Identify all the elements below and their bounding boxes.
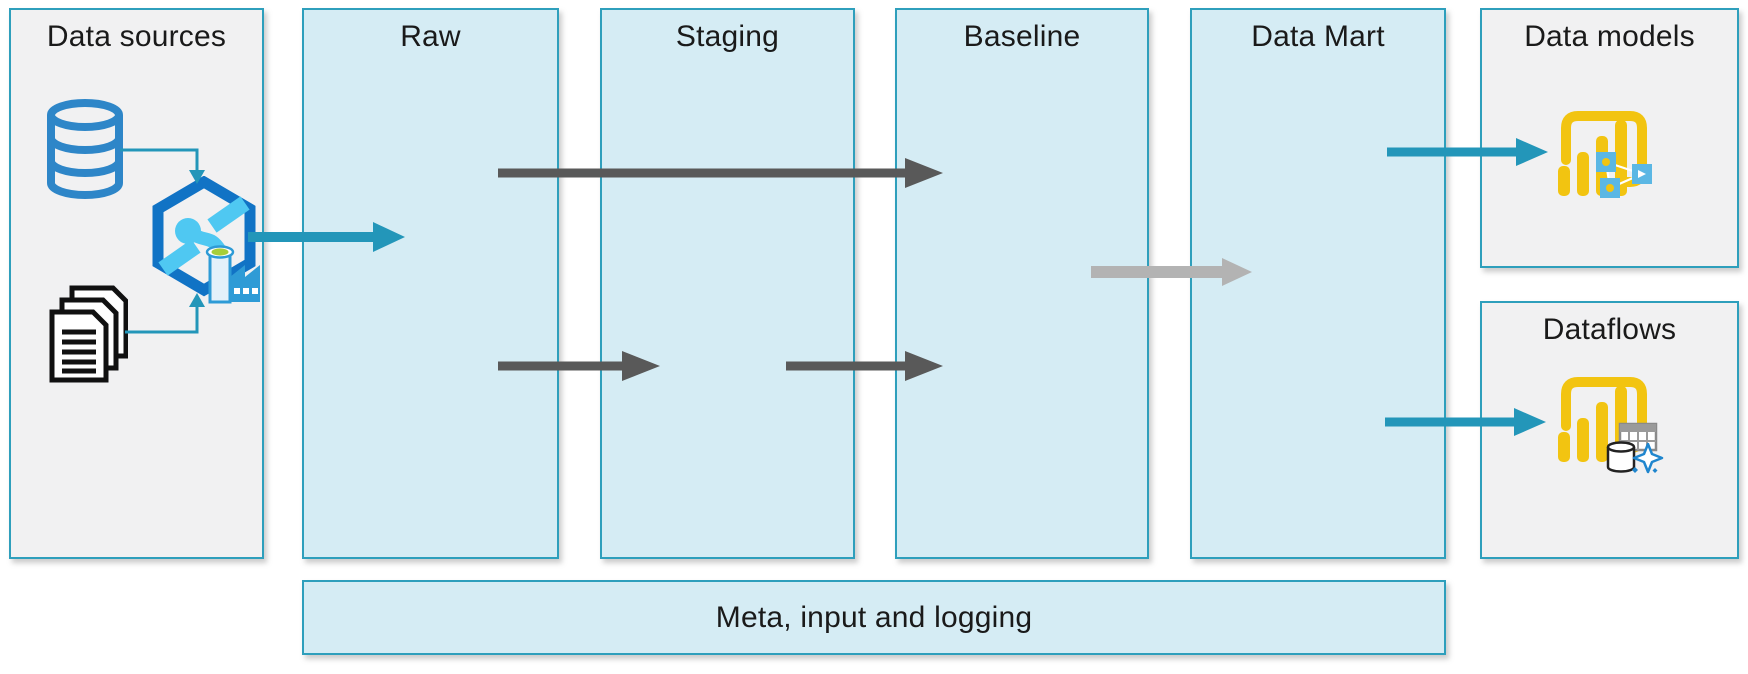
panel-title-baseline: Baseline bbox=[963, 20, 1081, 53]
arrow-baseline-to-datamart bbox=[1091, 258, 1252, 286]
dataflow-sparkle-glyph bbox=[1632, 442, 1664, 474]
arrow-staging-to-baseline bbox=[786, 351, 943, 381]
panel-title-data-sources: Data sources bbox=[46, 20, 227, 53]
arrow-datamart-to-dataflows bbox=[1385, 408, 1546, 436]
panel-title-meta: Meta, input and logging bbox=[715, 600, 1033, 634]
documents-icon bbox=[49, 285, 128, 383]
panel-meta-input-logging: Meta, input and logging bbox=[302, 580, 1446, 655]
connector-documents-to-factory bbox=[125, 293, 205, 334]
panel-raw: Raw bbox=[302, 8, 559, 559]
panel-data-models: Data models bbox=[1480, 8, 1739, 268]
dataflow-database-glyph bbox=[1606, 441, 1636, 473]
connector-database-to-factory bbox=[120, 148, 205, 184]
arrow-raw-to-staging bbox=[498, 351, 660, 381]
panel-title-dataflows: Dataflows bbox=[1542, 313, 1677, 346]
panel-title-data-models: Data models bbox=[1524, 20, 1695, 53]
power-bi-model-icon bbox=[1558, 111, 1652, 198]
panel-title-raw: Raw bbox=[400, 20, 461, 53]
database-icon bbox=[47, 99, 123, 199]
data-factory-icon bbox=[152, 176, 260, 304]
panel-baseline: Baseline bbox=[895, 8, 1149, 559]
panel-data-mart: Data Mart bbox=[1190, 8, 1446, 559]
panel-staging: Staging bbox=[600, 8, 855, 559]
arrow-sources-to-raw bbox=[248, 222, 405, 252]
model-network-glyph bbox=[1596, 152, 1652, 198]
panel-title-staging: Staging bbox=[675, 20, 780, 53]
arrow-raw-to-baseline bbox=[498, 158, 943, 188]
arrow-datamart-to-datamodels bbox=[1387, 138, 1548, 166]
power-bi-dataflow-icon bbox=[1558, 377, 1664, 474]
panel-title-data-mart: Data Mart bbox=[1251, 20, 1385, 53]
